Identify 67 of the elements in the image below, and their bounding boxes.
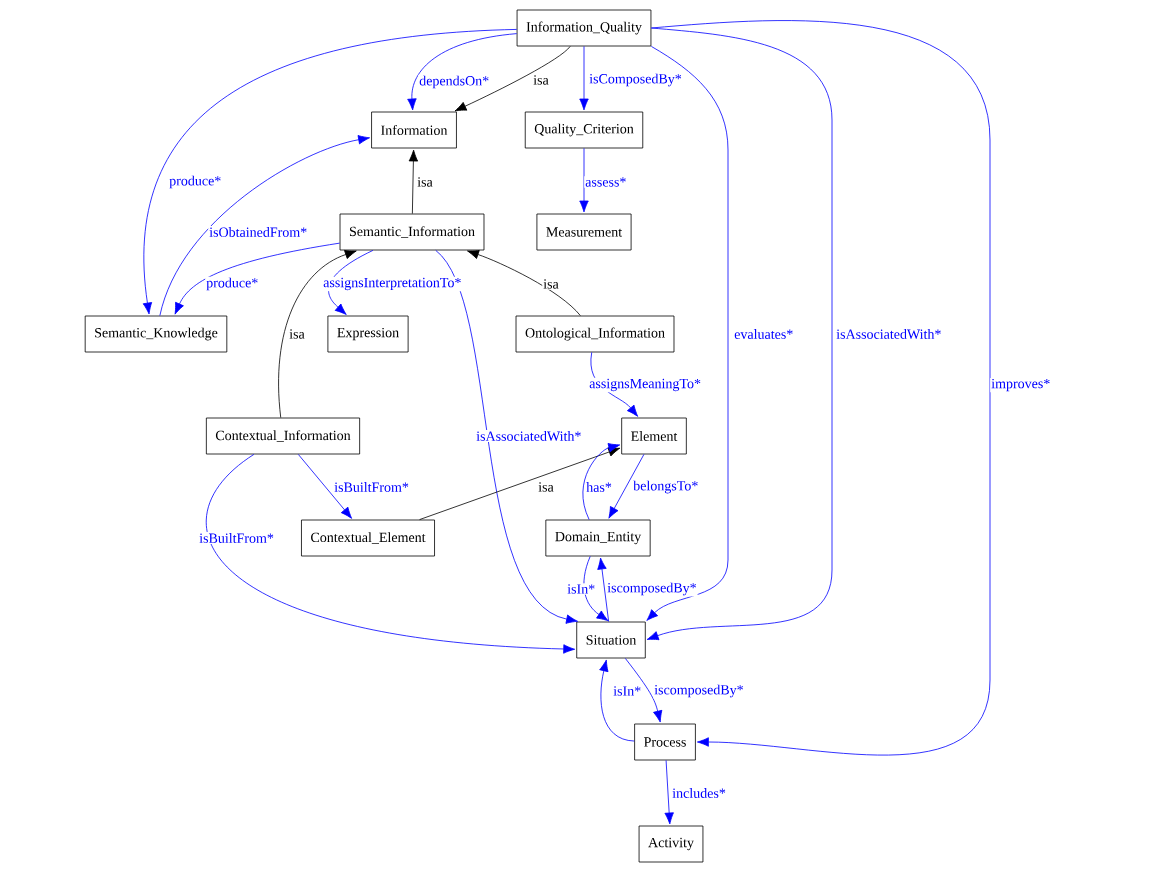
arrow bbox=[174, 242, 340, 315]
edge-label: evaluates* bbox=[733, 328, 795, 340]
arrow bbox=[590, 352, 639, 417]
arrow bbox=[159, 135, 370, 316]
class-box: Contextual_Element bbox=[301, 519, 435, 557]
arrow bbox=[407, 33, 518, 111]
class-box: Semantic_Knowledge bbox=[84, 315, 228, 353]
arrow bbox=[278, 250, 357, 418]
arrow bbox=[664, 760, 674, 825]
arrow bbox=[624, 658, 663, 723]
edge-label: assignsInterpretationTo* bbox=[322, 276, 463, 292]
edge-label: isa bbox=[416, 176, 434, 188]
edge-label: isAssociatedWith* bbox=[835, 328, 943, 340]
edge-label: isa bbox=[288, 328, 306, 340]
arrow bbox=[142, 29, 518, 315]
edge-label: improves* bbox=[990, 377, 1052, 393]
edge-label: iscomposedBy* bbox=[653, 683, 745, 699]
class-box: Quality_Criterion bbox=[524, 111, 644, 149]
arrow bbox=[206, 454, 576, 654]
arrow bbox=[646, 46, 729, 621]
class-box: Contextual_Information bbox=[205, 417, 361, 455]
class-box: Element bbox=[621, 417, 687, 455]
arrow bbox=[599, 659, 635, 742]
edge-label: dependsOn* bbox=[418, 74, 491, 90]
arrow bbox=[646, 27, 833, 641]
arrow bbox=[297, 454, 353, 519]
arrow bbox=[650, 20, 991, 756]
arrow bbox=[608, 454, 645, 519]
arrow bbox=[579, 148, 589, 213]
edge-label: isObtainedFrom* bbox=[208, 226, 309, 238]
edge-label: isAssociatedWith* bbox=[475, 430, 583, 442]
edge-label: iscomposedBy* bbox=[606, 581, 698, 597]
arrow bbox=[419, 447, 621, 520]
edge-label: isa bbox=[532, 74, 550, 86]
class-box: Information_Quality bbox=[516, 9, 652, 47]
class-box: Ontological_Information bbox=[515, 315, 675, 353]
edge-label: isBuiltFrom* bbox=[198, 532, 275, 544]
class-box: Information bbox=[371, 111, 457, 149]
edge-label: assess* bbox=[584, 176, 628, 188]
edge-label: belongsTo* bbox=[632, 479, 700, 495]
arrow bbox=[597, 557, 610, 622]
edge-label: produce* bbox=[205, 276, 260, 292]
edge-label: isBuiltFrom* bbox=[333, 481, 410, 493]
edge-label: includes* bbox=[671, 787, 727, 799]
class-box: Expression bbox=[327, 315, 409, 353]
arrow bbox=[454, 46, 571, 112]
class-box: Process bbox=[634, 723, 696, 761]
class-box: Measurement bbox=[536, 213, 632, 251]
edge-label: isIn* bbox=[612, 685, 643, 697]
class-box: Activity bbox=[638, 825, 704, 863]
edge-label: isComposedBy* bbox=[588, 72, 683, 88]
class-box: Semantic_Information bbox=[339, 213, 485, 251]
edge-label: isa bbox=[537, 481, 555, 493]
arrow bbox=[582, 443, 621, 520]
class-box: Domain_Entity bbox=[545, 519, 651, 557]
edge-label: assignsMeaningTo* bbox=[588, 377, 702, 393]
arrow bbox=[583, 556, 609, 622]
class-box: Situation bbox=[576, 621, 646, 659]
arrow bbox=[408, 149, 419, 214]
arrow bbox=[328, 250, 374, 315]
edge-label: produce* bbox=[168, 174, 223, 190]
edge-label: isIn* bbox=[566, 583, 597, 595]
arrow bbox=[579, 46, 589, 111]
edge-label: isa bbox=[542, 278, 560, 290]
edge-label: has* bbox=[585, 481, 613, 493]
arrow bbox=[467, 250, 581, 316]
arrow bbox=[435, 250, 578, 624]
